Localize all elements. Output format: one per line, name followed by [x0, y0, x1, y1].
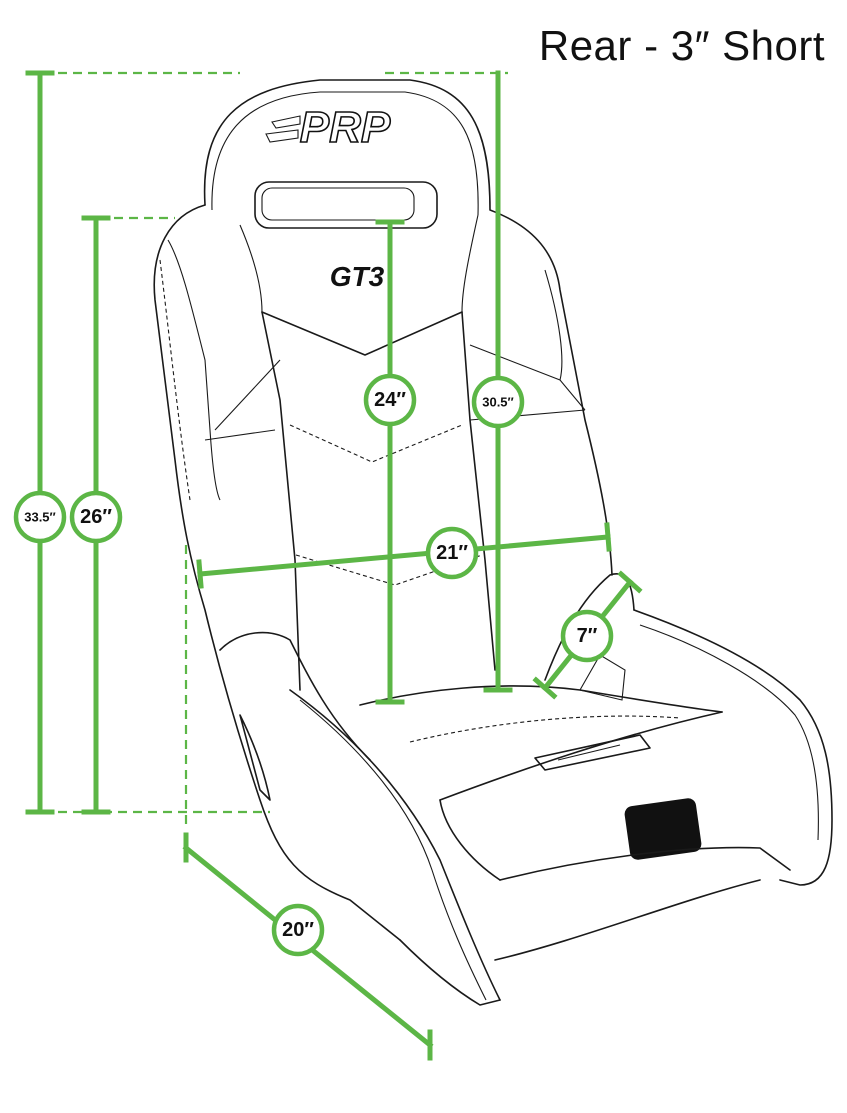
svg-text:PRP: PRP — [300, 103, 391, 152]
gt3-logo: GT3 — [330, 261, 385, 292]
prp-logo: PRP — [265, 102, 392, 153]
badge-20: 20″ — [271, 903, 325, 957]
dimension-lines — [25, 70, 643, 1061]
badge-33-5: 33.5″ — [13, 490, 67, 544]
dim-line-21 — [197, 534, 611, 577]
badge-26: 26″ — [69, 490, 123, 544]
badge-24: 24″ — [363, 373, 417, 427]
svg-text:30.5″: 30.5″ — [482, 395, 514, 410]
badge-21: 21″ — [425, 526, 479, 580]
svg-text:24″: 24″ — [374, 389, 406, 411]
svg-text:21″: 21″ — [436, 542, 468, 564]
svg-text:26″: 26″ — [80, 506, 112, 528]
seat-outline — [153, 79, 833, 1006]
badge-7: 7″ — [560, 609, 614, 663]
badge-30-5: 30.5″ — [471, 375, 525, 429]
svg-text:7″: 7″ — [577, 625, 598, 647]
diagram-title: Rear - 3″ Short — [538, 22, 825, 69]
svg-text:33.5″: 33.5″ — [24, 510, 56, 525]
svg-text:20″: 20″ — [282, 919, 314, 941]
